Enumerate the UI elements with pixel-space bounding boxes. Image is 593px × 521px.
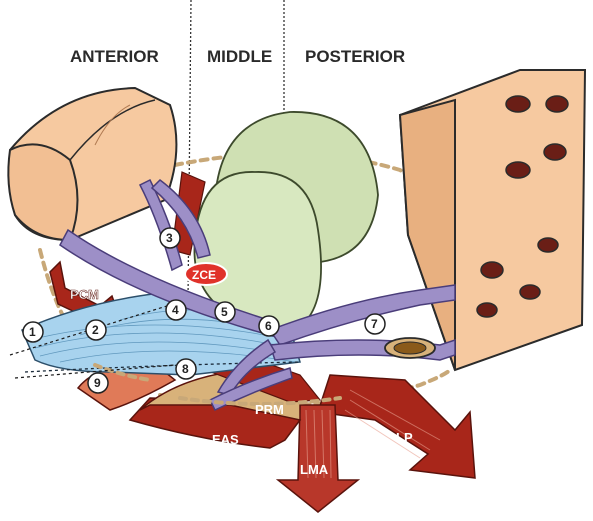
marker-2: 2 xyxy=(86,320,106,340)
marker-6-text: 6 xyxy=(265,319,272,333)
pubic-bone xyxy=(8,88,176,240)
marker-3: 3 xyxy=(160,228,180,248)
marker-5-text: 5 xyxy=(221,305,228,319)
marker-6: 6 xyxy=(259,316,279,336)
marker-9: 9 xyxy=(88,373,108,393)
section-label-middle: MIDDLE xyxy=(207,47,272,66)
label-prm: PRM xyxy=(255,402,284,417)
marker-5: 5 xyxy=(215,302,235,322)
label-lma: LMA xyxy=(300,462,329,477)
marker-1: 1 xyxy=(23,322,43,342)
marker-9-text: 9 xyxy=(94,376,101,390)
marker-8: 8 xyxy=(176,359,196,379)
zce-badge: ZCE xyxy=(185,263,227,285)
arrow-lp xyxy=(318,375,475,478)
sacrum xyxy=(400,70,585,370)
label-lp: LP xyxy=(396,430,413,445)
marker-4: 4 xyxy=(166,300,186,320)
rectum xyxy=(385,338,435,358)
marker-7-text: 7 xyxy=(371,317,378,331)
marker-4-text: 4 xyxy=(172,303,179,317)
label-zce: ZCE xyxy=(192,268,216,282)
section-label-posterior: POSTERIOR xyxy=(305,47,405,66)
marker-2-text: 2 xyxy=(92,323,99,337)
label-pcm: PCM xyxy=(70,287,99,302)
marker-1-text: 1 xyxy=(29,325,36,339)
marker-7: 7 xyxy=(365,314,385,334)
section-label-anterior: ANTERIOR xyxy=(70,47,159,66)
marker-3-text: 3 xyxy=(166,231,173,245)
marker-8-text: 8 xyxy=(182,362,189,376)
label-eas: EAS xyxy=(212,432,239,447)
